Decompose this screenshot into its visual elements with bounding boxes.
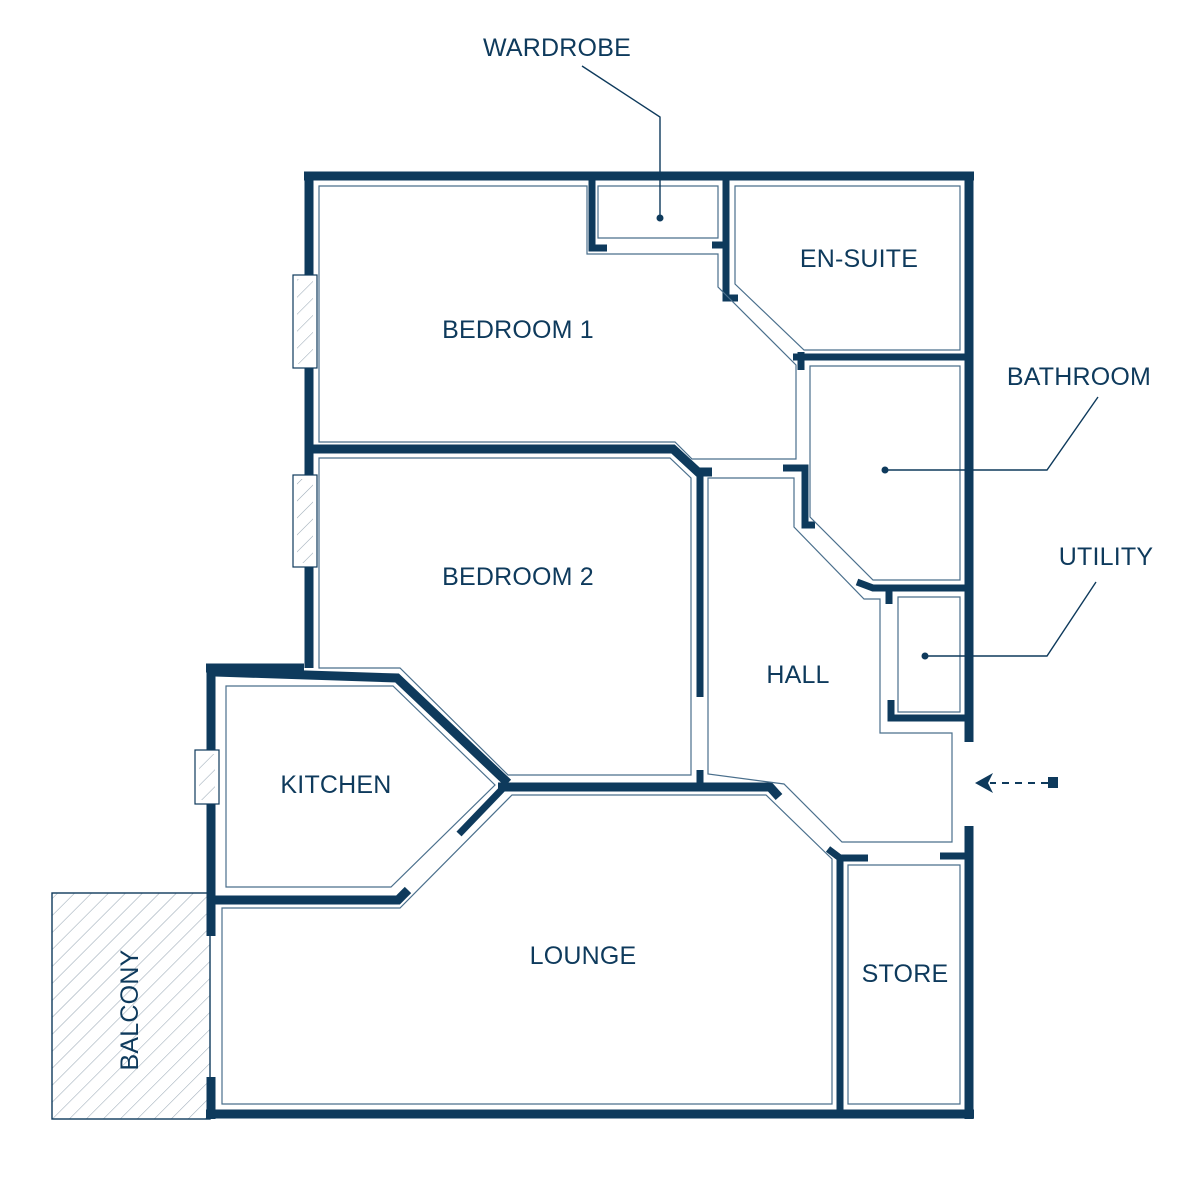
balcony [51,892,211,1120]
outer-walls [206,171,974,1119]
label-store: STORE [862,960,949,988]
label-balcony: BALCONY [116,949,144,1070]
label-hall: HALL [766,661,829,689]
label-kitchen: KITCHEN [280,771,391,799]
leader-bathroom [881,396,1099,474]
label-bedroom-1: BEDROOM 1 [442,316,594,344]
label-bedroom-2: BEDROOM 2 [442,563,594,591]
label-wardrobe: WARDROBE [483,34,631,62]
inner-outlines [221,185,961,1105]
label-utility: UTILITY [1059,543,1154,571]
window-icon [292,474,318,568]
label-lounge: LOUNGE [530,942,637,970]
entrance-arrow-icon [975,773,1058,793]
window-icon [292,274,318,369]
leader-utility [921,581,1097,660]
interior-walls [214,180,966,1110]
leader-wardrobe [581,65,664,222]
label-en-suite: EN-SUITE [800,245,918,273]
label-bathroom: BATHROOM [1007,363,1151,391]
window-icon [194,749,220,805]
